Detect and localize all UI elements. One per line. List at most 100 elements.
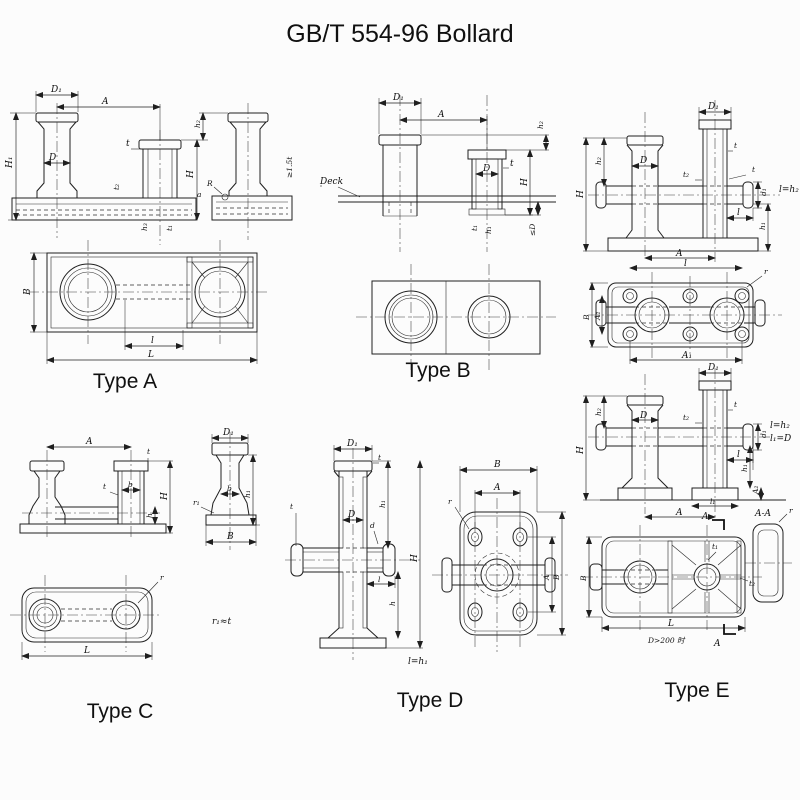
type-e-section-aa: A-A r <box>745 506 793 603</box>
dim-A-label: A <box>101 97 109 107</box>
page-title: GB/T 554-96 Bollard <box>286 20 513 48</box>
dim-B-label: B <box>582 314 591 321</box>
dim-l1-label: l₁ <box>710 497 715 506</box>
dim-H-label: H <box>410 554 420 563</box>
dim-D1-label: D₁ <box>707 363 719 373</box>
dim-h1-label: h₁ <box>484 226 493 234</box>
dim-d1-label: d₁ <box>759 188 768 196</box>
deck-label: Deck <box>319 177 343 187</box>
dim-H-label: H <box>576 190 586 199</box>
dim-h1-label: h₁ <box>740 464 749 472</box>
dim-D1-label: D₁ <box>50 85 62 95</box>
dim-A-label: A <box>542 574 551 581</box>
type-d-elevation: D₁ t t D h₁ d H l h l=h₁ <box>285 439 428 667</box>
dim-t-label: t <box>734 141 738 150</box>
dim-t2-label: t₂ <box>749 579 755 588</box>
dim-h2-label: h₂ <box>594 157 603 165</box>
dim-D-label: D <box>48 153 56 163</box>
section-mark-A: A <box>701 512 709 522</box>
type-c-elevation: b A t t h H <box>19 437 173 540</box>
dim-t2-label: t₂ <box>683 413 689 422</box>
dim-D-label: D <box>347 510 355 520</box>
type-e-upper-elevation: H h₂ D D₁ t t t₂ d₁ l h₁ A l l=h₂ <box>576 100 799 271</box>
dim-leD-label: ≤D <box>528 224 537 236</box>
note-l1-eq-D: l₁=D <box>770 434 791 444</box>
weld-note-label: ≥1.5t <box>285 156 294 178</box>
section-mark-A: A <box>713 639 721 649</box>
dim-D1-label: D₁ <box>392 93 404 103</box>
dim-h2-label: h₂ <box>594 408 603 416</box>
type-e-lower-plan: B L D>200 时 A A t₁ t₂ <box>579 512 762 649</box>
dim-b-label: b <box>128 480 133 489</box>
dim-B-label: B <box>493 460 501 470</box>
dim-l-label: l <box>737 450 740 460</box>
type-e-label: Type E <box>664 679 729 702</box>
dim-L-label: L <box>667 619 674 629</box>
dim-t1-label: t₁ <box>165 225 174 231</box>
type-e-lower-elevation: H h₂ D D₁ t t₂ d₁ l l₁ A h₁ A₂ l=h₂ l₁=D <box>576 363 791 520</box>
dim-A-label: A <box>675 508 683 518</box>
dim-b-label: b <box>227 484 232 493</box>
dim-t2-label: t₂ <box>112 184 121 190</box>
dim-A-label: A <box>493 483 501 493</box>
dim-t-label: t <box>752 165 756 174</box>
dim-r-label: r <box>764 267 768 276</box>
dim-t2-label: t₂ <box>683 170 689 179</box>
dim-H1-label: H₁ <box>5 157 15 169</box>
dim-l-label: l <box>737 208 740 218</box>
dim-A-label: A <box>437 110 445 120</box>
dim-L-label: L <box>83 646 90 656</box>
dim-A-label: A <box>85 437 93 447</box>
type-a-plan: B l L <box>23 240 270 364</box>
dim-D-label: D <box>639 156 647 166</box>
dim-l-label: l <box>151 336 154 346</box>
dim-h-label: h <box>388 601 397 606</box>
dim-l-label: l <box>684 259 687 269</box>
type-d-plan: B A r A B <box>432 460 568 652</box>
dim-A-label: A <box>675 249 683 259</box>
type-d-label: Type D <box>397 689 464 712</box>
type-c-side-view: b D₁ r₁ h₁ B <box>193 428 260 550</box>
dim-t-label: t <box>378 453 382 462</box>
type-e-upper-plan: B A₂ A₁ r <box>582 267 782 364</box>
dim-r-label: r <box>448 497 452 506</box>
dim-d1-label: d₁ <box>759 430 768 438</box>
dim-t-label: t <box>734 400 738 409</box>
section-title-AA: A-A <box>754 509 772 519</box>
dim-A1-label: A₁ <box>681 351 692 361</box>
dim-r-label: r <box>789 506 793 515</box>
note-d-gt-200: D>200 时 <box>647 636 686 645</box>
dim-A2-label: A₂ <box>751 486 760 495</box>
dim-L-label: L <box>147 350 154 360</box>
dim-h-label: h <box>145 513 154 518</box>
dim-B-label: B <box>552 574 561 581</box>
dim-r-label: r <box>160 573 164 582</box>
note-l-eq-h2: l=h₂ <box>770 421 790 431</box>
dim-t-label: t <box>510 159 514 169</box>
dim-t1-label: t₁ <box>712 542 718 551</box>
dim-l-label: l <box>378 575 381 584</box>
dim-B-label: B <box>579 575 588 582</box>
type-b-label: Type B <box>405 359 470 382</box>
dim-h3-label: h₃ <box>140 223 149 231</box>
type-b-elevation: Deck D t D₁ A H h₂ ≤D t₁ <box>319 93 556 252</box>
type-b-plan <box>356 264 556 370</box>
dim-D-label: D <box>482 164 490 174</box>
dim-d-label: d <box>370 521 375 530</box>
dim-D1-label: D₁ <box>707 102 719 112</box>
dim-t-label: t <box>103 482 107 491</box>
dim-D-label: D <box>639 411 647 421</box>
dim-h1-label: h₁ <box>243 490 252 498</box>
dim-H-label: H <box>520 178 530 187</box>
type-a-elevation: R a D₁ A H₁ D t h₂ H t₂ h₃ t₁ ≥1.5t <box>5 85 294 245</box>
dim-h1-label: h₁ <box>378 500 387 508</box>
dim-h2-label: h₂ <box>536 121 545 129</box>
dim-t-label: t <box>126 139 130 149</box>
dim-t1-label: t₁ <box>470 225 479 231</box>
note-l-eq-h1: l=h₁ <box>408 657 428 667</box>
dim-t-label: t <box>147 447 151 456</box>
dim-H-label: H <box>186 170 196 179</box>
dim-h1-label: h₁ <box>758 222 767 230</box>
